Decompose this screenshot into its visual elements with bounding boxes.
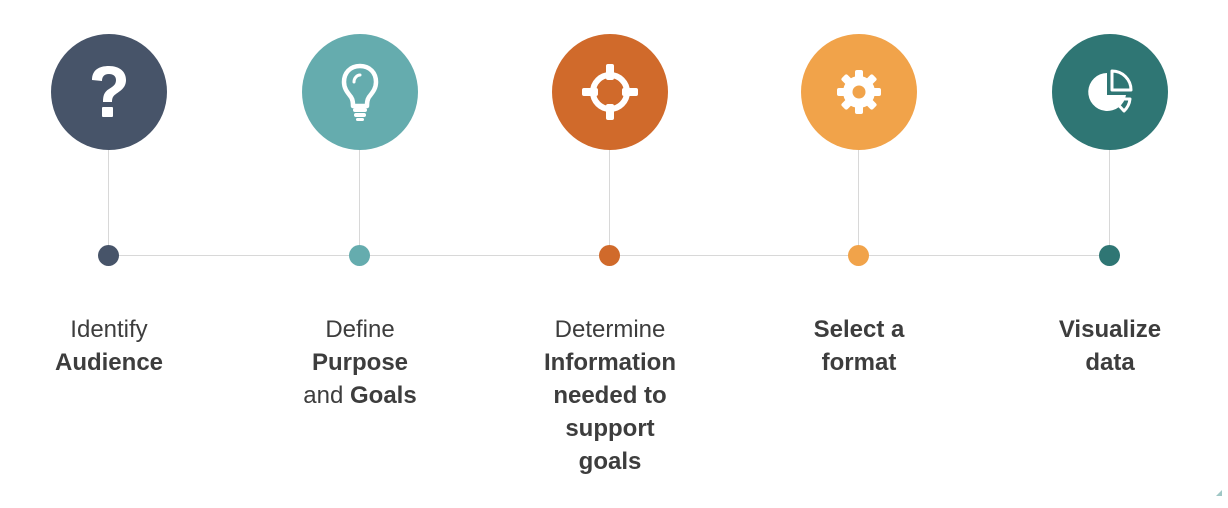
label-line-bold: format (821, 349, 897, 376)
question-mark-icon (87, 64, 131, 120)
step-determine-information: Determine Information needed to support … (480, 0, 740, 508)
label-line: Identify (70, 316, 148, 343)
step-dot (1099, 245, 1120, 266)
step-stem (609, 150, 610, 252)
step-label: Select a format (729, 313, 989, 379)
step-stem (108, 150, 109, 252)
step-circle (1052, 34, 1168, 150)
label-line-bold: support (565, 415, 655, 442)
label-line-bold: Select a (813, 316, 905, 343)
step-visualize-data: Visualize data (980, 0, 1228, 508)
pie-chart-icon (1086, 68, 1134, 116)
label-line-bold: Information (544, 349, 676, 376)
step-circle (302, 34, 418, 150)
step-label: Define Purpose and Goals (230, 313, 490, 412)
step-define-purpose: Define Purpose and Goals (230, 0, 490, 508)
label-part-bold: Goals (350, 382, 417, 409)
step-label: Visualize data (980, 313, 1228, 379)
step-label: Identify Audience (0, 313, 239, 379)
label-line: Determine (554, 316, 666, 343)
step-select-format: Select a format (729, 0, 989, 508)
label-line-bold: goals (578, 448, 642, 475)
corner-mark-icon (1216, 490, 1222, 496)
step-circle (801, 34, 917, 150)
step-dot (98, 245, 119, 266)
label-line-bold: Audience (54, 349, 164, 376)
label-line-bold: Purpose (311, 349, 409, 376)
step-dot (848, 245, 869, 266)
step-label: Determine Information needed to support … (480, 313, 740, 478)
label-line-bold: Visualize (1058, 316, 1162, 343)
step-dot (599, 245, 620, 266)
label-line-mixed: and Goals (230, 379, 490, 412)
lightbulb-icon (340, 62, 380, 122)
step-dot (349, 245, 370, 266)
step-circle (552, 34, 668, 150)
step-identify-audience: Identify Audience (0, 0, 239, 508)
gear-icon (836, 69, 882, 115)
crosshair-icon (580, 62, 640, 122)
step-stem (858, 150, 859, 252)
step-circle (51, 34, 167, 150)
label-line: Define (325, 316, 395, 343)
label-line-bold: needed to (553, 382, 667, 409)
step-stem (359, 150, 360, 252)
label-part: and (303, 382, 350, 409)
label-line-bold: data (1085, 349, 1135, 376)
step-stem (1109, 150, 1110, 252)
